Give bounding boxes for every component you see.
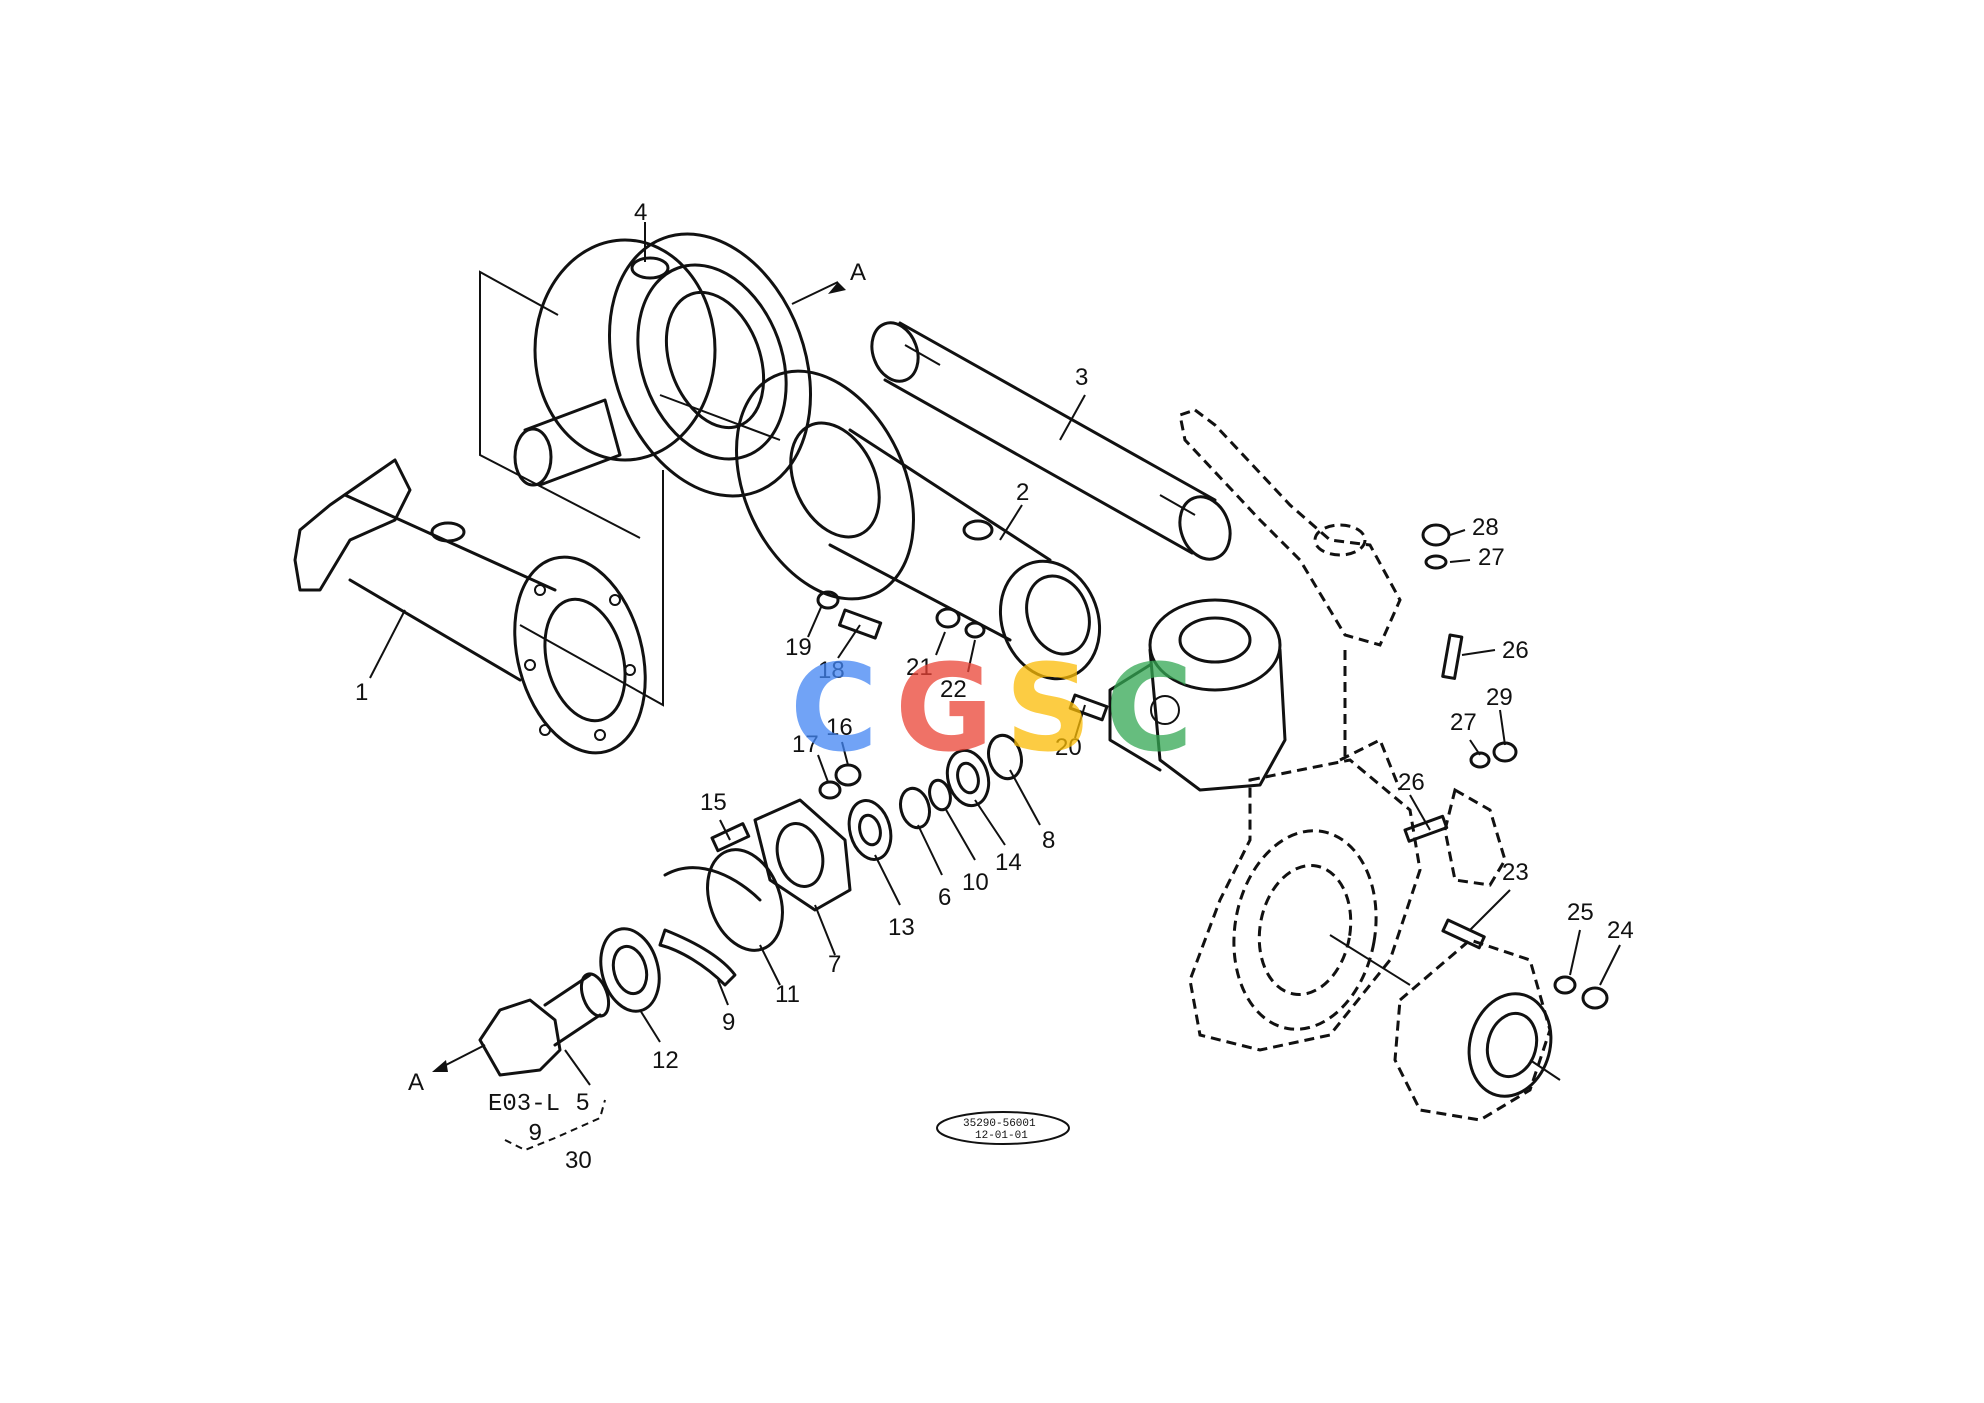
label-7: 7 <box>828 951 841 978</box>
fasteners <box>710 523 1609 1010</box>
part-12-bearing <box>599 927 661 1013</box>
label-26-top: 26 <box>1502 637 1529 664</box>
watermark-logo: C G S C <box>790 640 1193 779</box>
label-1: 1 <box>355 679 368 706</box>
section-marker-bottom: A <box>408 1069 424 1096</box>
part-7-seal-housing <box>753 798 852 912</box>
label-25: 25 <box>1567 899 1594 926</box>
bracket <box>1443 787 1507 887</box>
part-9-snap-ring <box>658 928 737 987</box>
part-3-splined-shaft <box>870 321 1232 561</box>
label-23: 23 <box>1502 859 1529 886</box>
label-2: 2 <box>1016 479 1029 506</box>
label-6: 6 <box>938 884 951 911</box>
steering-arm <box>1178 408 1402 647</box>
label-20: 20 <box>1055 734 1082 761</box>
label-15: 15 <box>700 789 727 816</box>
label-19: 19 <box>785 634 812 661</box>
label-29: 29 <box>1486 684 1513 711</box>
label-21: 21 <box>906 654 933 681</box>
part-2-flanged-housing <box>735 369 1102 681</box>
drawing-code-stamp: 35290-56001 12-01-01 <box>936 1111 1070 1145</box>
label-27-top: 27 <box>1478 544 1505 571</box>
part-1-axle-tube <box>293 458 664 755</box>
part-11-circlip <box>663 848 784 952</box>
label-26-mid: 26 <box>1398 769 1425 796</box>
leader-lines <box>369 222 1621 1086</box>
label-8: 8 <box>1042 827 1055 854</box>
watermark-letter-3: S <box>1005 640 1091 779</box>
kingpin-housing <box>1108 598 1287 792</box>
label-12: 12 <box>652 1047 679 1074</box>
label-24: 24 <box>1607 917 1634 944</box>
label-22: 22 <box>940 676 967 703</box>
label-3: 3 <box>1075 364 1088 391</box>
hub-flange <box>1393 938 1561 1122</box>
label-16: 16 <box>826 714 853 741</box>
label-13: 13 <box>888 914 915 941</box>
label-18: 18 <box>818 657 845 684</box>
drawing-code-line2: 12-01-01 <box>975 1130 1028 1142</box>
label-10: 10 <box>962 869 989 896</box>
watermark-letter-2: G <box>895 640 994 779</box>
section-marker-top: A <box>850 259 866 286</box>
watermark-letter-4: C <box>1105 640 1193 779</box>
label-27-mid: 27 <box>1450 709 1477 736</box>
reference-item: 30 <box>565 1147 592 1174</box>
part-23-knuckle-body <box>1188 650 1422 1052</box>
part-labels: 4 3 2 1 19 18 21 22 20 17 16 15 13 6 10 … <box>355 199 1634 1174</box>
watermark-letter-1: C <box>790 640 878 779</box>
reference-sub: 9 <box>528 1121 542 1148</box>
label-14: 14 <box>995 849 1022 876</box>
reference-page: E03-L <box>488 1091 560 1118</box>
label-5: 5 <box>576 1089 589 1116</box>
label-17: 17 <box>792 731 819 758</box>
label-9: 9 <box>722 1009 735 1036</box>
part-4-housing <box>479 232 846 539</box>
drawing-code-line1: 35290-56001 <box>963 1118 1036 1130</box>
label-4: 4 <box>634 199 647 226</box>
part-5-pinion-gear <box>432 972 611 1077</box>
label-11: 11 <box>775 981 800 1008</box>
label-28: 28 <box>1472 514 1499 541</box>
